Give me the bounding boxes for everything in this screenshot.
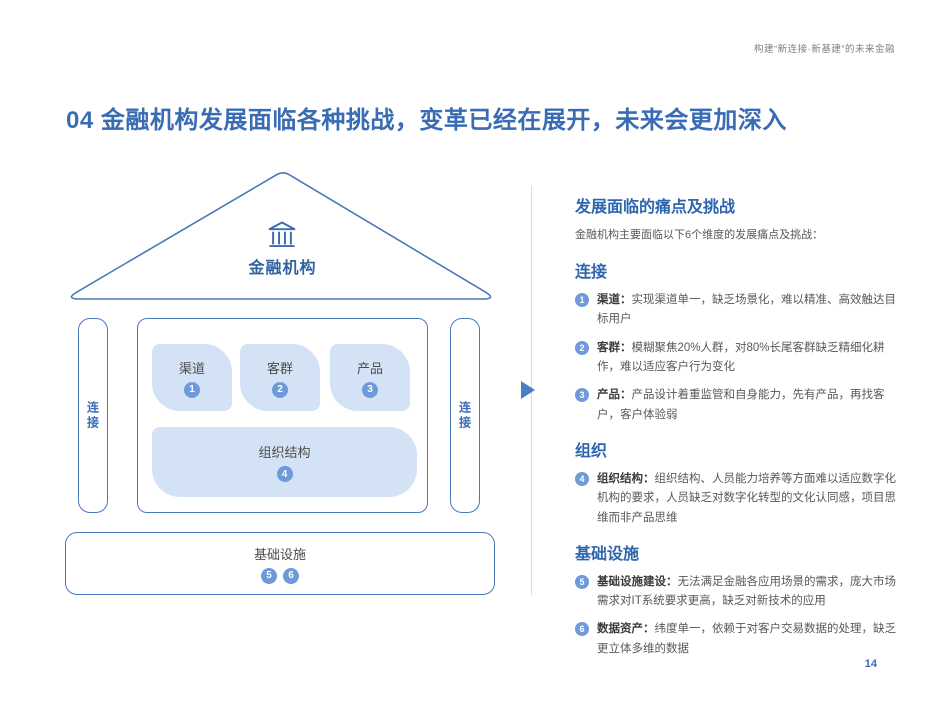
page-title: 04 金融机构发展面临各种挑战，变革已经在展开，未来会更加深入: [66, 107, 787, 135]
room-organization: 组织结构 4: [152, 427, 417, 497]
foundation-number-badge: 6: [283, 567, 299, 584]
item-number-badge: 4: [575, 471, 589, 486]
item-text: 产品：产品设计着重监管和自身能力，先有产品，再找客户，客户体验弱: [597, 389, 885, 421]
item-lead: 基础设施建设：: [597, 575, 678, 588]
left-pillar: 连接: [78, 318, 108, 513]
room-products: 产品 3: [330, 344, 410, 411]
room-channel: 渠道 1: [152, 344, 232, 411]
foundation-label: 基础设施: [253, 546, 306, 562]
right-arrow-icon: [521, 381, 535, 399]
item-lead: 数据资产：: [597, 623, 655, 636]
pain-item: 3 产品：产品设计着重监管和自身能力，先有产品，再找客户，客户体验弱: [575, 386, 907, 425]
item-lead: 客群：: [597, 341, 632, 354]
section-title: 连接: [575, 264, 608, 281]
panel-heading: 发展面临的痛点及挑战: [575, 199, 736, 216]
foundation-badges: 5 6: [261, 567, 299, 584]
room-label: 渠道: [178, 360, 205, 376]
pain-item: 1 渠道：实现渠道单一，缺乏场景化，难以精准、高效触达目标用户: [575, 291, 907, 330]
room-customers: 客群 2: [240, 344, 320, 411]
pain-item: 5 基础设施建设：无法满足金融各应用场景的需求，庞大市场需求对IT系统要求更高，缺…: [575, 573, 907, 612]
item-number-badge: 2: [575, 340, 589, 355]
left-pillar-label: 连接: [85, 400, 100, 431]
room-label: 客群: [266, 360, 293, 376]
bank-building-icon: [268, 221, 296, 248]
item-text: 组织结构：组织结构、人员能力培养等方面难以适应数字化机构的要求，人员缺乏对数字化…: [597, 472, 896, 524]
pain-section: 组织 4 组织结构：组织结构、人员能力培养等方面难以适应数字化机构的要求，人员缺乏对…: [575, 437, 907, 528]
pain-item: 4 组织结构：组织结构、人员能力培养等方面难以适应数字化机构的要求，人员缺乏对数字…: [575, 470, 907, 528]
page-number: 14: [864, 658, 877, 670]
item-text: 客群：模糊聚焦20%人群，对80%长尾客群缺乏精细化耕作，难以适应客户行为变化: [597, 341, 885, 373]
item-lead: 组织结构：: [597, 472, 655, 485]
right-pillar-label: 连接: [457, 400, 472, 431]
house-roof: [70, 171, 492, 300]
item-number-badge: 6: [575, 622, 589, 637]
pain-item: 2 客群：模糊聚焦20%人群，对80%长尾客群缺乏精细化耕作，难以适应客户行为变化: [575, 339, 907, 378]
item-number-badge: 1: [575, 293, 589, 307]
house-label: 金融机构: [248, 260, 317, 277]
right-pillar: 连接: [450, 318, 480, 513]
section-title: 组织: [575, 442, 608, 460]
pain-section: 基础设施 5 基础设施建设：无法满足金融各应用场景的需求，庞大市场需求对IT系统要求…: [575, 540, 907, 659]
room-number-badge: 3: [362, 381, 378, 398]
room-label: 组织结构: [258, 445, 311, 460]
pain-item: 6 数据资产：纬度单一，依赖于对客户交易数据的处理，缺乏更立体多维的数据: [575, 620, 907, 659]
room-number-badge: 4: [276, 466, 293, 482]
item-lead: 渠道：: [597, 294, 632, 306]
item-lead: 产品：: [597, 389, 632, 402]
section-title: 基础设施: [575, 545, 640, 563]
pain-section: 连接 1 渠道：实现渠道单一，缺乏场景化，难以精准、高效触达目标用户 2 客群：模糊聚焦…: [575, 258, 907, 425]
foundation-bar: 基础设施 5 6: [65, 532, 495, 595]
item-text: 数据资产：纬度单一，依赖于对客户交易数据的处理，缺乏更立体多维的数据: [597, 623, 896, 655]
item-text: 基础设施建设：无法满足金融各应用场景的需求，庞大市场需求对IT系统要求更高，缺乏…: [597, 575, 896, 608]
room-number-badge: 1: [184, 381, 200, 398]
pain-points-panel: 发展面临的痛点及挑战 金融机构主要面临以下6个维度的发展痛点及挑战： 连接 1 渠道…: [575, 193, 907, 668]
room-label: 产品: [356, 360, 383, 376]
header-note: 构建“新连接·新基建”的未来金融: [754, 44, 895, 55]
item-number-badge: 3: [575, 388, 589, 403]
item-text: 渠道：实现渠道单一，缺乏场景化，难以精准、高效触达目标用户: [597, 294, 896, 326]
room-number-badge: 2: [272, 381, 288, 398]
panel-subheading: 金融机构主要面临以下6个维度的发展痛点及挑战：: [575, 229, 824, 241]
pain-points-sections: 连接 1 渠道：实现渠道单一，缺乏场景化，难以精准、高效触达目标用户 2 客群：模糊聚焦…: [575, 258, 907, 659]
item-number-badge: 5: [575, 574, 589, 589]
foundation-number-badge: 5: [261, 567, 277, 584]
